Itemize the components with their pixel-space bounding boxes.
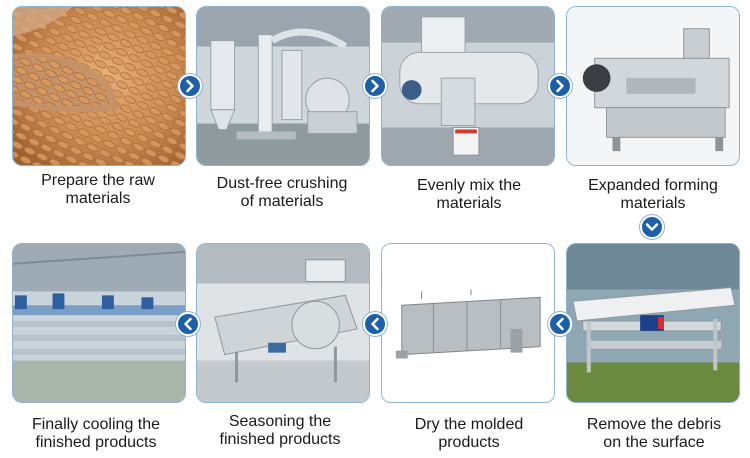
step-8-caption: Finally cooling the finished products — [8, 416, 184, 452]
step-2-caption-line2: of materials — [240, 193, 324, 210]
step-3-image — [381, 6, 555, 166]
step-8-caption-line1: Finally cooling the — [31, 416, 161, 433]
step-8-caption-line2: finished products — [35, 434, 157, 451]
step-1-caption-line1: Prepare the raw — [41, 172, 155, 189]
step-6-caption-line1: Dry the molded — [414, 416, 524, 433]
arrow-left-icon — [548, 312, 572, 336]
extruder-machine-photo — [567, 7, 739, 165]
seasoning-drum-photo — [197, 244, 369, 402]
step-5-caption-line1: Remove the debris — [586, 416, 722, 433]
step-7-caption: Seasoning the finished products — [192, 413, 368, 449]
step-6-image — [381, 243, 555, 403]
step-3-caption-line2: materials — [436, 195, 502, 212]
step-6-caption: Dry the molded products — [381, 416, 557, 452]
step-4-caption-line1: Expanded forming — [588, 177, 718, 194]
step-4-caption-line2: materials — [620, 195, 686, 212]
step-2-caption: Dust-free crushing of materials — [194, 175, 370, 211]
dryer-oven-photo — [382, 244, 554, 402]
step-2-caption-line1: Dust-free crushing — [216, 175, 348, 192]
step-3-caption-line1: Evenly mix the — [416, 177, 522, 194]
crusher-machine-photo — [197, 7, 369, 165]
step-5-caption: Remove the debris on the surface — [566, 416, 742, 452]
arrow-right-icon — [363, 74, 387, 98]
step-7-image — [196, 243, 370, 403]
arrow-down-icon — [640, 215, 664, 239]
arrow-left-icon — [363, 312, 387, 336]
step-1-image — [12, 6, 186, 166]
arrow-right-icon — [548, 74, 572, 98]
step-5-caption-line2: on the surface — [603, 434, 705, 451]
arrow-left-icon — [176, 312, 200, 336]
step-2-image — [196, 6, 370, 166]
mixer-machine-photo — [382, 7, 554, 165]
step-7-caption-line2: finished products — [219, 431, 341, 448]
step-1-caption-line2: materials — [65, 190, 131, 207]
step-3-caption: Evenly mix the materials — [381, 177, 557, 213]
step-6-caption-line2: products — [438, 434, 500, 451]
wheat-grains-photo — [13, 7, 185, 165]
step-1-caption: Prepare the raw materials — [10, 172, 186, 208]
step-4-caption: Expanded forming materials — [565, 177, 741, 213]
cooling-conveyor-photo — [13, 244, 185, 402]
arrow-right-icon — [178, 74, 202, 98]
step-4-image — [566, 6, 740, 166]
step-7-caption-line1: Seasoning the — [228, 413, 332, 430]
vibrating-sieve-photo — [567, 244, 739, 402]
step-5-image — [566, 243, 740, 403]
step-8-image — [12, 243, 186, 403]
